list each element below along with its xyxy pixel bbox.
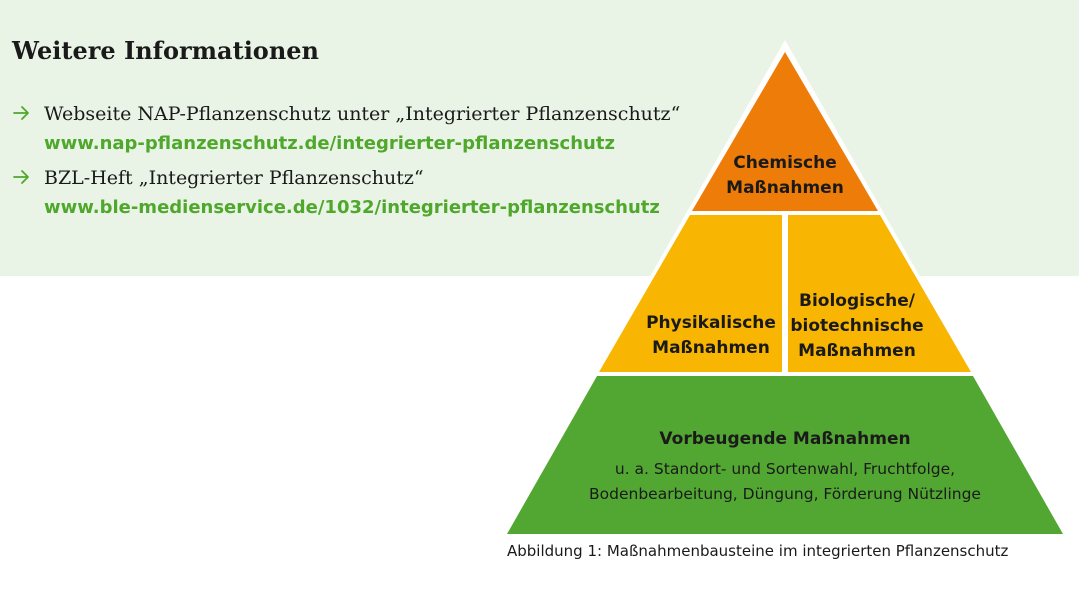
- top-tier-label-line2: Maßnahmen: [726, 178, 844, 198]
- middle-right-label-line1: Biologische/: [799, 291, 916, 311]
- link-title: BZL-Heft „Integrierter Pflanzenschutz“: [44, 167, 424, 189]
- figure-caption: Abbildung 1: Maßnahmenbausteine im integ…: [507, 542, 1009, 560]
- link-title: Webseite NAP-Pflanzenschutz unter „Integ…: [44, 103, 681, 125]
- middle-left-label-line2: Maßnahmen: [652, 338, 770, 358]
- middle-right-label-line2: biotechnische: [790, 316, 923, 336]
- base-tier-desc-line2: Bodenbearbeitung, Düngung, Förderung Nüt…: [589, 485, 981, 503]
- middle-right-label-line3: Maßnahmen: [798, 341, 916, 361]
- base-tier-desc-line1: u. a. Standort- und Sortenwahl, Fruchtfo…: [615, 460, 955, 478]
- link-url[interactable]: www.ble-medienservice.de/1032/integriert…: [44, 197, 660, 218]
- info-panel: [0, 0, 1079, 276]
- arrow-right-icon: [13, 106, 29, 120]
- arrow-right-icon: [13, 170, 29, 184]
- middle-right-tier-shape: [788, 215, 971, 372]
- info-heading: Weitere Informationen: [12, 36, 319, 65]
- link-url[interactable]: www.nap-pflanzenschutz.de/integrierter-p…: [44, 133, 615, 154]
- base-tier-title: Vorbeugende Maßnahmen: [659, 429, 910, 449]
- top-tier-shape: [692, 52, 878, 211]
- top-tier-label-line1: Chemische: [733, 153, 836, 173]
- link-item: BZL-Heft „Integrierter Pflanzenschutz“ w…: [12, 164, 712, 222]
- link-item: Webseite NAP-Pflanzenschutz unter „Integ…: [12, 100, 712, 158]
- base-tier-shape: [507, 376, 1063, 534]
- middle-left-tier-shape: [599, 215, 782, 372]
- middle-left-label-line1: Physikalische: [646, 313, 776, 333]
- link-list: Webseite NAP-Pflanzenschutz unter „Integ…: [12, 100, 712, 228]
